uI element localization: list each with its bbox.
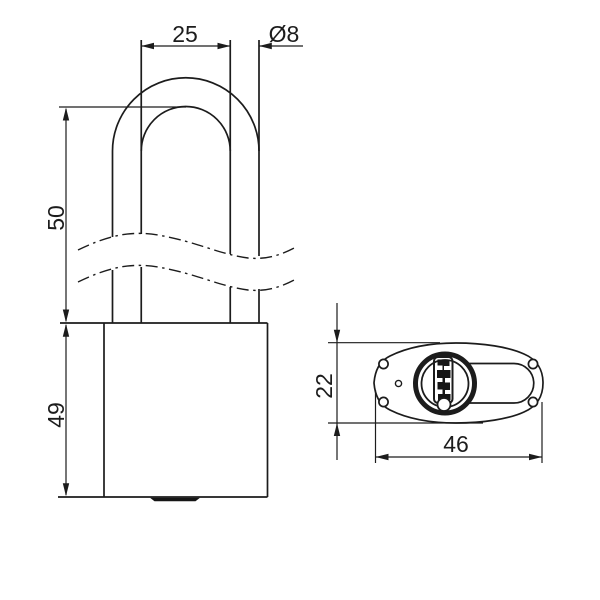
dim-label-22: 22 [311, 373, 337, 399]
shackle-inner-arc [140, 105, 232, 152]
shackle-outer-arc [111, 76, 260, 152]
dim-body-height: 49 [43, 323, 70, 497]
key-cylinder [413, 351, 477, 416]
arrow-down-icon [333, 329, 341, 343]
arrow-left-icon [259, 42, 272, 50]
cylinder-plug-bottom [150, 497, 200, 502]
bottom-view: 22 46 [311, 303, 544, 463]
arrow-left-icon [375, 453, 389, 461]
keyway-profile [437, 359, 451, 400]
arrow-up-icon [333, 423, 341, 436]
dim-body-width: 46 [374, 390, 543, 463]
screw-hole-top-right [527, 358, 539, 370]
screw-hole-bottom-right [527, 396, 539, 408]
arrow-up-icon [62, 107, 70, 121]
cylinder-pin-circle [436, 397, 452, 412]
pin-hole [394, 379, 403, 388]
dim-label-46: 46 [443, 431, 469, 457]
dim-body-depth: 22 [311, 303, 483, 460]
screw-holes [378, 358, 539, 408]
housing-end-arc [513, 362, 535, 404]
front-view: 25 Ø8 50 49 [43, 21, 303, 502]
break-lines [77, 232, 297, 292]
cylinder-housing-profile [469, 362, 535, 404]
screw-hole-top-left [378, 358, 389, 370]
base-plate-outline [373, 342, 544, 424]
dim-label-diameter: Ø8 [269, 21, 300, 47]
lock-body [58, 322, 269, 502]
arrow-left-icon [141, 42, 154, 50]
dim-label-49: 49 [43, 402, 69, 428]
screw-hole-bottom-left [378, 396, 389, 408]
arrow-right-icon [217, 42, 231, 50]
dim-shackle-inner-width: 25 [141, 21, 231, 50]
dim-shackle-diameter: Ø8 [259, 21, 303, 50]
arrow-up-icon [62, 323, 70, 337]
arrow-down-icon [62, 309, 70, 323]
dim-label-50: 50 [43, 205, 69, 231]
dim-shackle-length: 50 [43, 106, 186, 323]
break-line-lower [77, 264, 297, 292]
arrow-down-icon [62, 483, 70, 497]
shackle [111, 40, 260, 323]
arrow-right-icon [529, 453, 542, 461]
break-line-upper [77, 232, 297, 260]
dim-label-25: 25 [172, 21, 198, 47]
